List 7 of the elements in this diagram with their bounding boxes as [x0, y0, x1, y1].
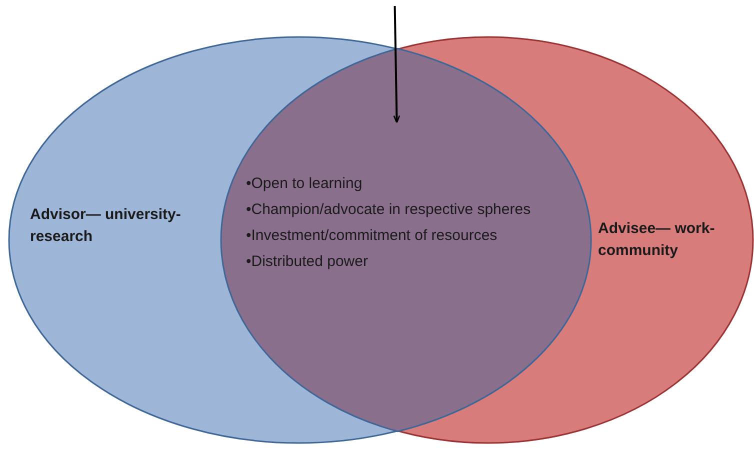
- bullet-item: •Champion/advocate in respective spheres: [246, 200, 532, 220]
- bullet-item: •Distributed power: [246, 252, 369, 272]
- circle-label: Advisor— university-research: [30, 205, 182, 247]
- bullet-item: •Open to learning: [246, 174, 364, 194]
- arrow: [393, 6, 400, 124]
- circle-label: Advisee— work-community: [598, 219, 716, 261]
- bullet-item: •Investment/commitment of resources: [246, 226, 498, 246]
